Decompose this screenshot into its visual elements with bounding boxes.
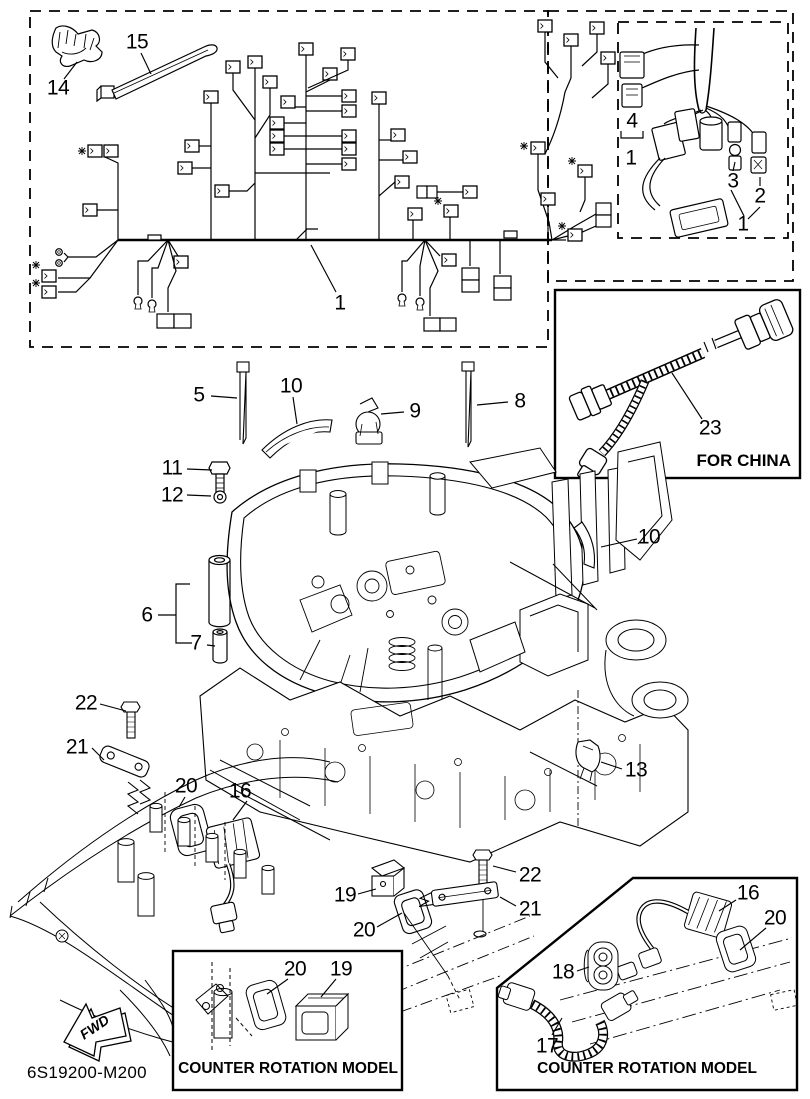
part-callout-14: 14 <box>46 76 70 100</box>
part-callout-10: 10 <box>637 525 661 549</box>
leader-lines <box>63 52 767 1036</box>
leader-line <box>206 644 216 647</box>
for-china-caption: FOR CHINA <box>696 451 791 470</box>
diagram-code: 6S19200-M200 <box>27 1063 147 1082</box>
leader-line <box>600 761 623 770</box>
part-callout-4: 4 <box>626 109 638 133</box>
leader-line <box>476 401 509 406</box>
leader-line <box>63 61 78 80</box>
leader-line <box>357 888 377 895</box>
leader-line <box>266 978 289 995</box>
leader-line <box>310 244 337 293</box>
part-callout-12: 12 <box>160 483 184 507</box>
leader-line <box>380 411 405 415</box>
leader-line <box>739 927 767 951</box>
part-callout-20: 20 <box>352 918 376 942</box>
part-callout-13: 13 <box>624 758 648 782</box>
top-right-inset-border <box>617 21 789 239</box>
top-right-outer-border <box>547 10 794 282</box>
counter-rotation-right-inset <box>495 876 799 1092</box>
engine-assembly-drawing <box>99 361 689 1014</box>
leader-line <box>718 899 737 912</box>
part-callout-1: 1 <box>737 212 749 236</box>
leader-line <box>91 747 105 761</box>
part-callout-9: 9 <box>409 399 421 423</box>
leader-line <box>99 703 127 712</box>
part-callout-1: 1 <box>625 146 637 170</box>
part-callout-20: 20 <box>763 906 787 930</box>
part-callout-16: 16 <box>736 881 760 905</box>
clamp-14-drawing <box>51 25 103 67</box>
counter-rotation-left-inset <box>171 949 404 1092</box>
part-callout-6: 6 <box>141 603 153 627</box>
for-china-border <box>553 288 802 480</box>
top-left-inset-border <box>29 10 549 348</box>
inset-borders <box>29 10 794 348</box>
leader-line <box>140 52 152 75</box>
part-callout-18: 18 <box>551 960 575 984</box>
part-callout-20: 20 <box>283 957 307 981</box>
leader-line <box>551 1017 563 1036</box>
part-callout-21: 21 <box>518 897 542 921</box>
leader-line <box>499 896 517 907</box>
leader-line <box>186 494 212 497</box>
remote-harness-inset <box>619 27 767 238</box>
counter-rotation-right-border <box>495 876 799 1092</box>
leader-line <box>210 395 238 399</box>
leader-line <box>732 161 736 172</box>
part-callout-22: 22 <box>518 863 542 887</box>
leader-line <box>376 912 403 928</box>
part-callout-1: 1 <box>334 291 346 315</box>
part-callout-10: 10 <box>279 374 303 398</box>
part-callout-17: 17 <box>535 1034 559 1058</box>
leader-line <box>292 396 298 425</box>
part-callout-5: 5 <box>193 383 205 407</box>
part-callout-22: 22 <box>74 691 98 715</box>
counter-rotation-left-border <box>171 949 404 1092</box>
counter-rotation-left-caption: COUNTER ROTATION MODEL <box>178 1060 398 1077</box>
bracket-line <box>620 131 644 139</box>
part-callout-16: 16 <box>228 779 252 803</box>
part-callout-19: 19 <box>333 883 357 907</box>
part-callout-15: 15 <box>125 30 149 54</box>
part-callout-19: 19 <box>329 957 353 981</box>
leader-line <box>600 538 638 548</box>
bracket-line <box>175 583 192 644</box>
part-callout-23: 23 <box>698 416 722 440</box>
main-harness-drawing <box>31 19 616 332</box>
part-callout-3: 3 <box>727 169 739 193</box>
part-callout-20: 20 <box>174 774 198 798</box>
part-callout-8: 8 <box>514 389 526 413</box>
leader-line <box>320 978 337 998</box>
part-callout-11: 11 <box>161 456 183 480</box>
part-callout-2: 2 <box>754 184 766 208</box>
counter-rotation-right-caption: COUNTER ROTATION MODEL <box>537 1060 757 1077</box>
leader-line <box>232 800 248 821</box>
leader-line <box>671 372 703 420</box>
leader-line <box>186 468 213 471</box>
for-china-inset <box>553 288 802 482</box>
leader-line <box>492 865 517 873</box>
part-callout-21: 21 <box>65 735 89 759</box>
cable-tie-15-drawing <box>96 44 218 103</box>
part-callout-7: 7 <box>190 631 202 655</box>
leader-line <box>576 966 590 972</box>
fwd-arrow: FWD <box>63 1002 132 1062</box>
leader-line <box>178 796 186 808</box>
